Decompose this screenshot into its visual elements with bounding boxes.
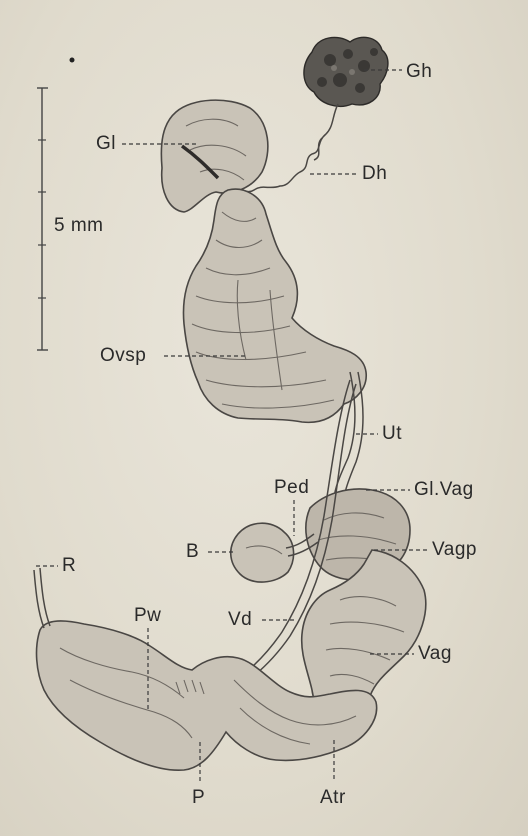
label-ut: Ut (382, 424, 402, 443)
label-glvag: Gl.Vag (414, 480, 474, 499)
label-ovsp: Ovsp (100, 346, 146, 365)
label-vag: Vag (418, 644, 452, 663)
label-dh: Dh (362, 164, 387, 183)
rectum (34, 568, 50, 628)
scale-bar (37, 88, 48, 350)
dust-speck (70, 58, 75, 63)
label-atr: Atr (320, 788, 346, 807)
bursa-copulatrix (231, 523, 294, 582)
label-ped: Ped (274, 478, 309, 497)
label-vagp: Vagp (432, 540, 477, 559)
label-p: P (192, 788, 205, 807)
scale-bar-label: 5 mm (54, 216, 104, 235)
hermaphrodite-gland (304, 37, 388, 106)
spermoviduct (184, 189, 367, 422)
label-vd: Vd (228, 610, 252, 629)
label-pw: Pw (134, 606, 161, 625)
label-gl: Gl (96, 134, 116, 153)
label-r: R (62, 556, 76, 575)
label-b: B (186, 542, 199, 561)
label-gh: Gh (406, 62, 432, 81)
